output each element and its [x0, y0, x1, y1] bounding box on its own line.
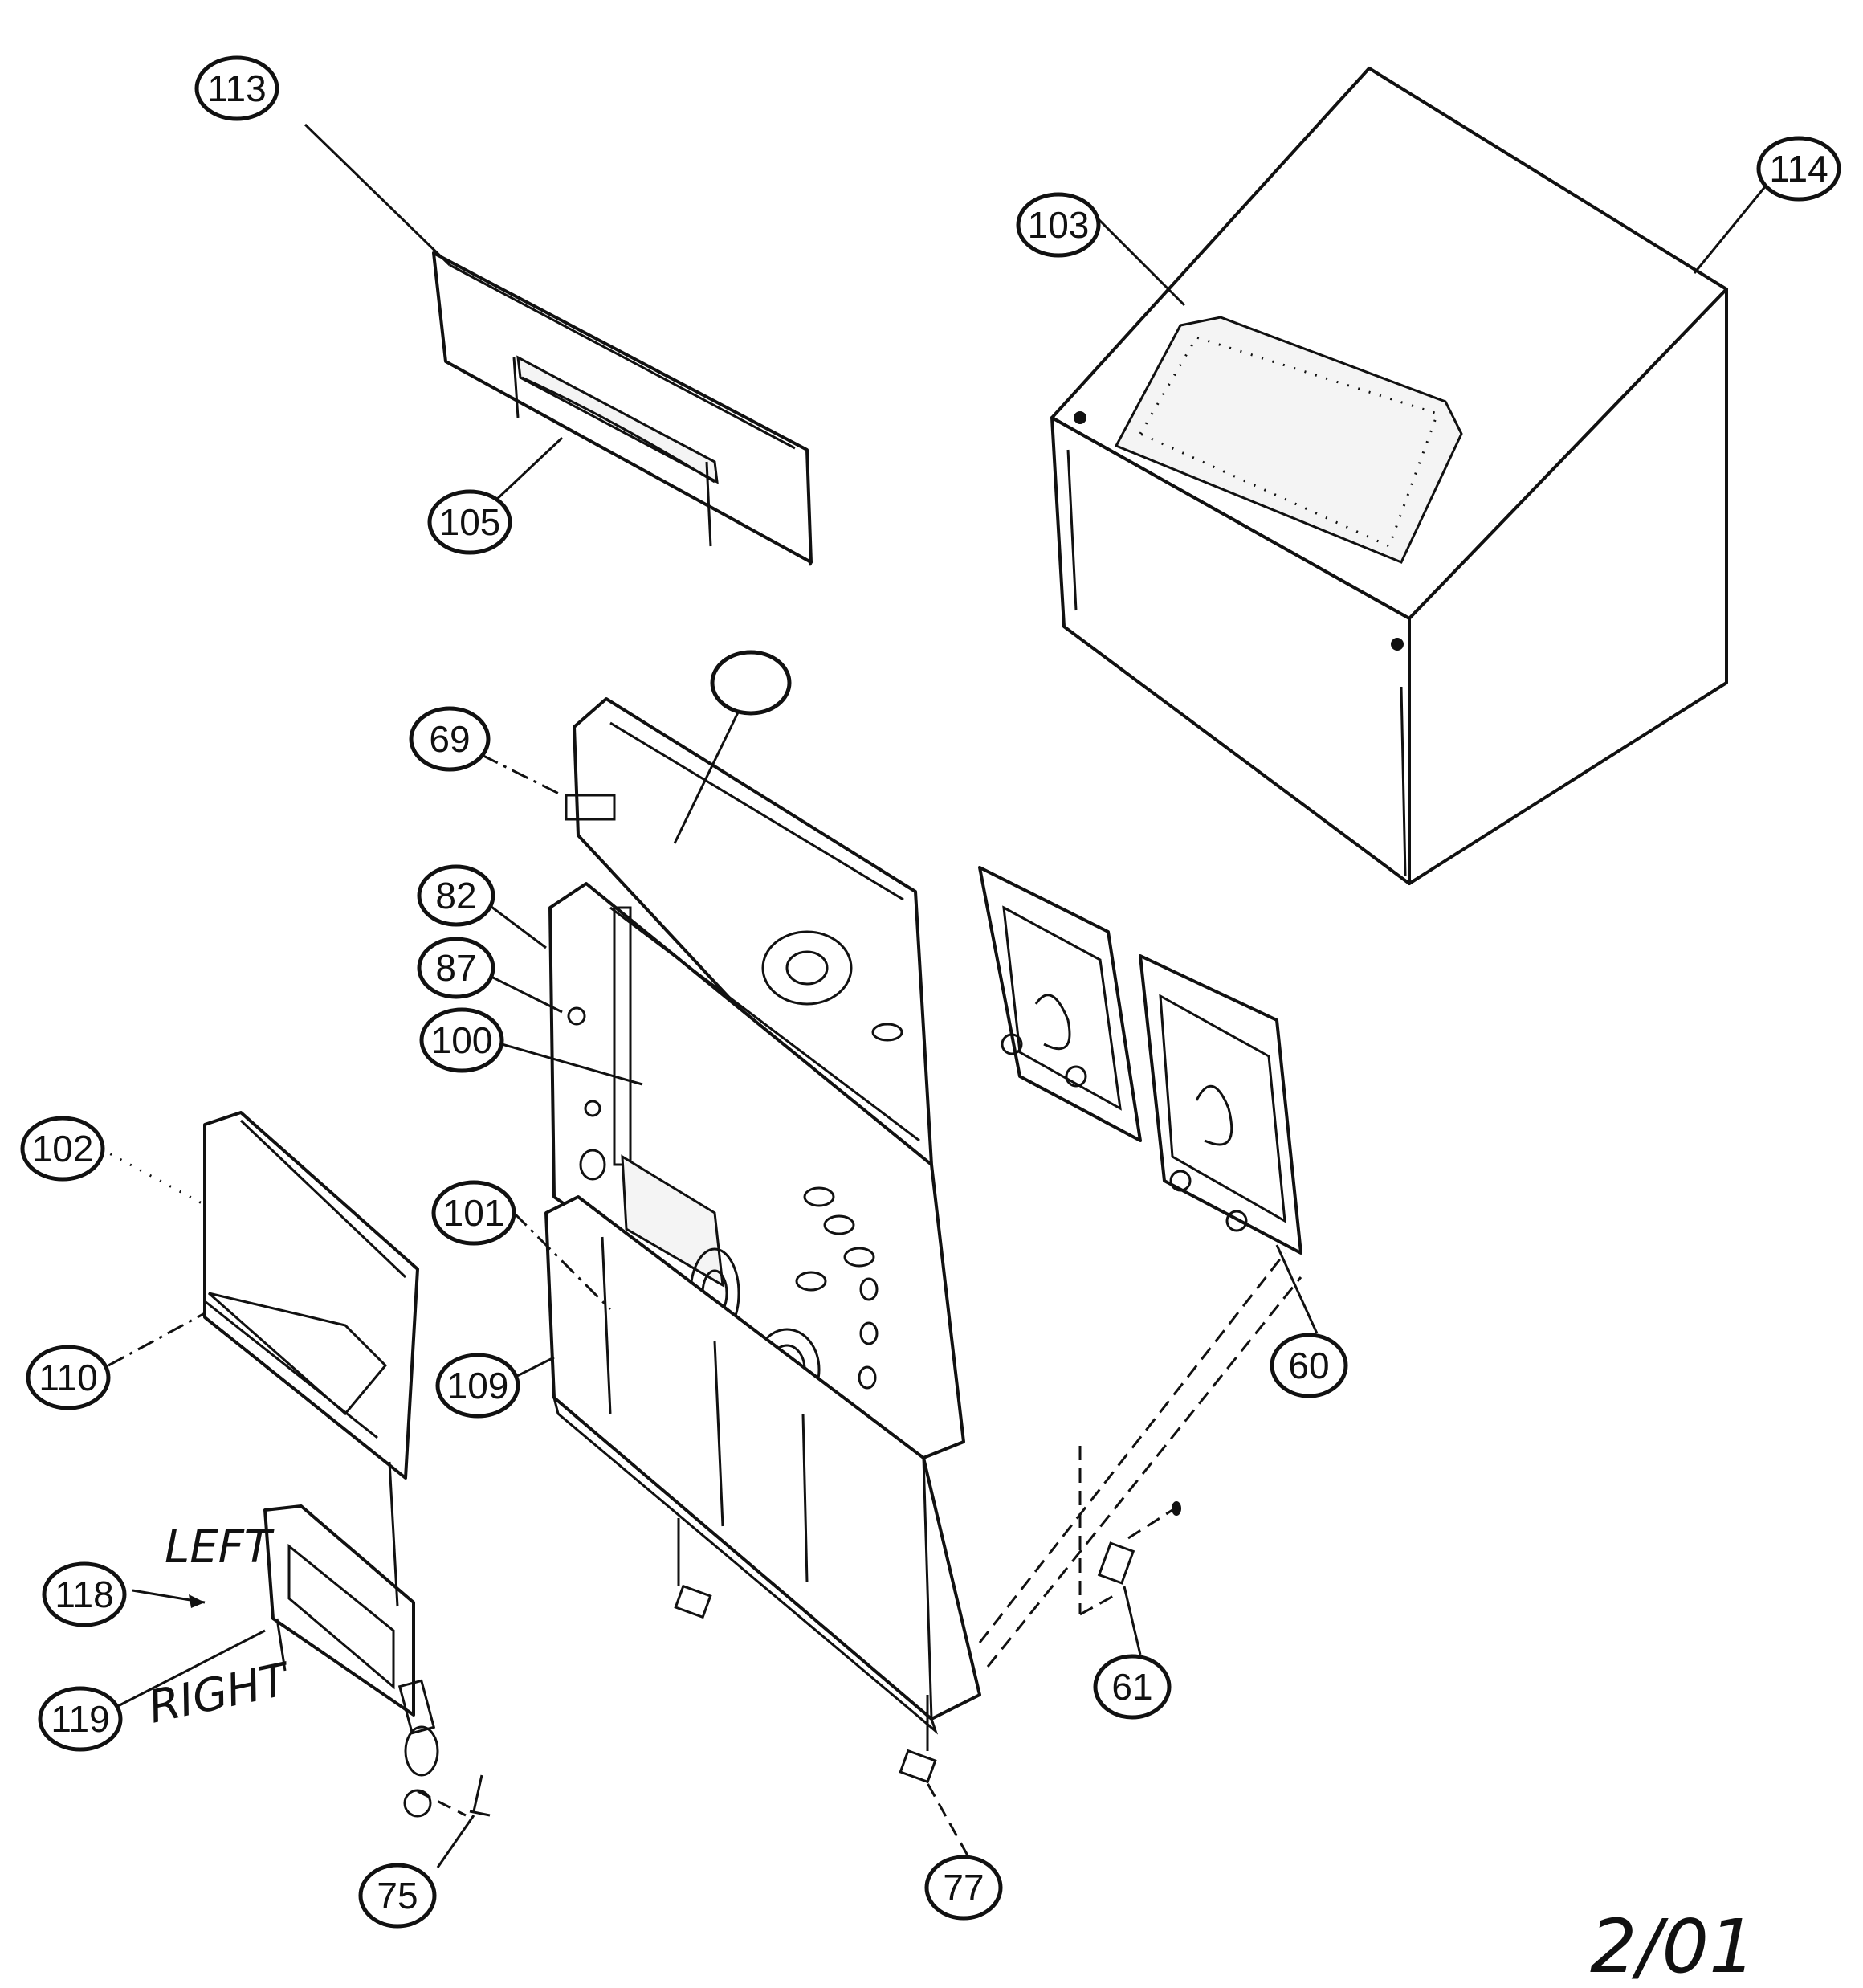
callout-109-label: 109: [447, 1365, 509, 1406]
label-right: RIGHT: [144, 1653, 296, 1734]
callout-101-label: 101: [443, 1192, 505, 1234]
callout-87-label: 87: [435, 947, 476, 989]
callout-113-label: 113: [207, 67, 266, 109]
part-deck-mechanisms: [978, 866, 1319, 1334]
callout-61: 61: [1093, 1654, 1172, 1720]
callout-101: 101: [431, 1180, 516, 1246]
callout-75-label: 75: [377, 1875, 418, 1917]
callout-87: 87: [417, 937, 495, 999]
part-front-panel: [544, 697, 981, 1735]
part-bracket-screw: [1078, 1446, 1181, 1616]
assembly-guide-lines: [417, 1252, 1302, 1817]
leader-lines: [100, 123, 1768, 1868]
callout-118-label: 118: [55, 1574, 113, 1615]
callout-113: 113: [194, 55, 279, 121]
callout-102: 102: [20, 1116, 105, 1182]
callout-60: 60: [1270, 1333, 1348, 1398]
callout-105-label: 105: [439, 501, 501, 543]
callout-61-label: 61: [1111, 1666, 1152, 1708]
callout-60-label: 60: [1288, 1345, 1329, 1386]
part-screw-75: [469, 1774, 491, 1817]
revision-date: 2/01: [1590, 1904, 1756, 1988]
callout-119-label: 119: [51, 1698, 109, 1740]
callout-77-label: 77: [943, 1867, 984, 1908]
callout-103-label: 103: [1028, 204, 1090, 246]
callout-69-label: 69: [429, 718, 470, 760]
blank-callout: [710, 650, 792, 716]
label-left: LEFT: [165, 1521, 275, 1574]
callout-102-label: 102: [32, 1128, 94, 1170]
callout-77: 77: [924, 1855, 1003, 1921]
part-tape-holder: [263, 1461, 439, 1818]
callout-103: 103: [1016, 192, 1101, 258]
callout-82: 82: [417, 864, 495, 927]
callout-118: 118: [42, 1561, 127, 1627]
callout-114: 114: [1756, 136, 1841, 202]
callout-100-label: 100: [431, 1019, 493, 1061]
callout-110-label: 110: [39, 1357, 97, 1398]
callout-69: 69: [409, 706, 491, 772]
part-foot-77: [899, 1695, 937, 1784]
callout-82-label: 82: [435, 875, 476, 916]
callout-119: 119: [38, 1686, 123, 1752]
callout-110: 110: [26, 1345, 111, 1410]
part-top-cabinet-cover: [1050, 67, 1728, 885]
callout-109: 109: [435, 1353, 520, 1419]
callout-114-label: 114: [1769, 148, 1828, 190]
callout-75: 75: [358, 1863, 437, 1929]
callout-100: 100: [419, 1007, 504, 1073]
callout-105: 105: [427, 489, 512, 555]
part-cd-lid: [432, 251, 813, 566]
part-cassette-door: [203, 1111, 419, 1480]
